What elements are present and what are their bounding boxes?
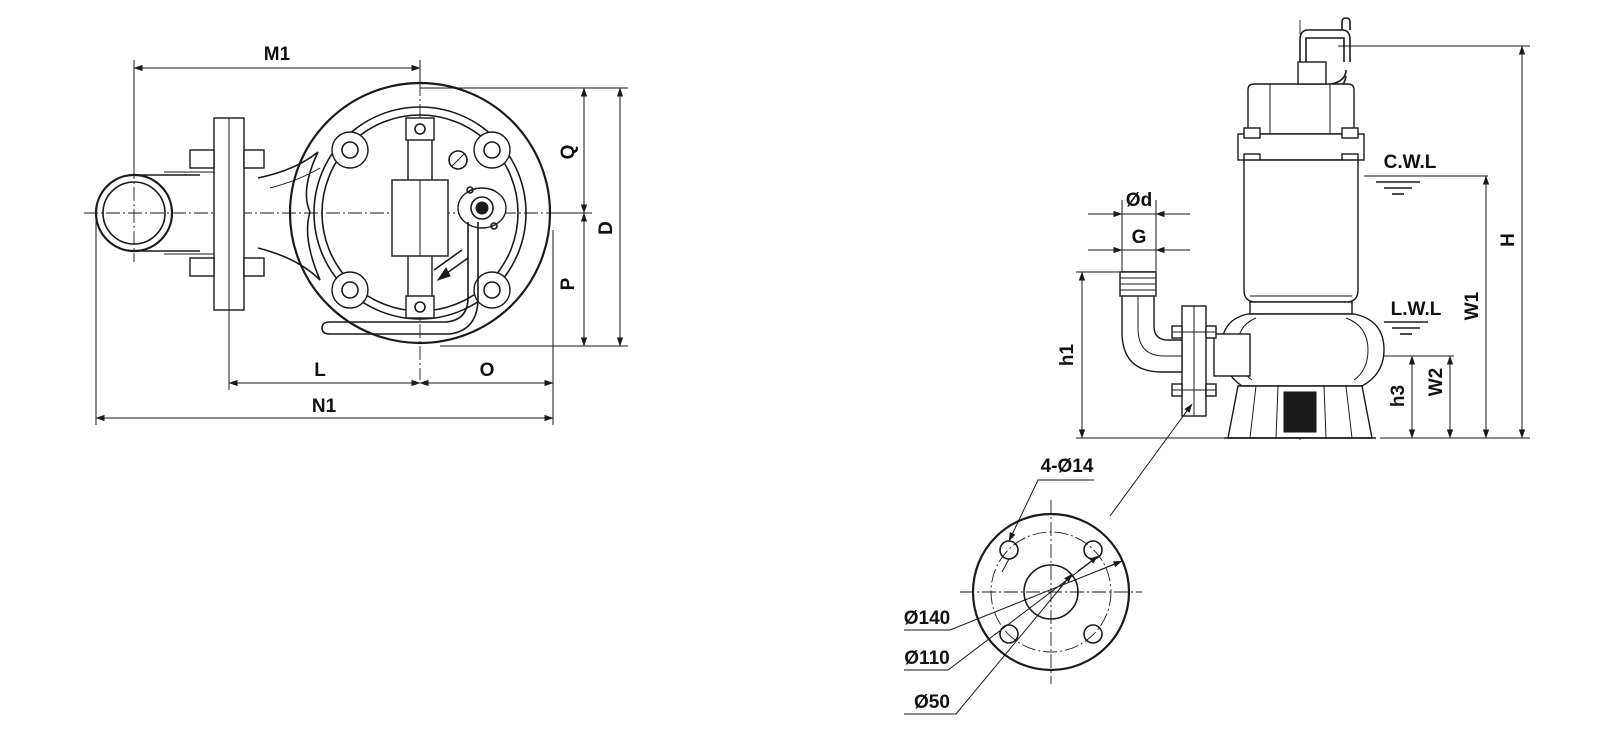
bolt-circle	[990, 531, 1112, 653]
holes-leader	[1008, 479, 1040, 542]
top-view: M1 L O N1 Q P D	[84, 44, 628, 425]
d50-leader	[904, 573, 1073, 715]
d110-leader	[904, 557, 1097, 671]
od-label: Ød	[1126, 190, 1152, 211]
side-view: Ød G C.W.L L.W.L H W1 W2 h3 h1	[1057, 17, 1530, 517]
h-label: H	[1498, 233, 1519, 247]
bolt-hole-bottom-left	[999, 624, 1019, 644]
discharge-flange-side	[1171, 305, 1217, 417]
discharge-flange-top	[164, 117, 265, 311]
bolt-hole-bottom-right	[1083, 624, 1103, 644]
d110-label: Ø110	[904, 648, 949, 669]
d50-label: Ø50	[914, 692, 950, 713]
m1-label: M1	[264, 44, 291, 65]
d-label: D	[596, 221, 617, 235]
lifting-handle	[1299, 29, 1351, 62]
lwl-label: L.W.L	[1391, 299, 1442, 320]
bolt-hole-top-left	[999, 540, 1019, 560]
w2-label: W2	[1426, 368, 1447, 397]
g-label: G	[1132, 227, 1147, 248]
l-label: L	[314, 360, 326, 381]
q-label: Q	[558, 145, 579, 160]
w1-label: W1	[1462, 291, 1483, 320]
bore-circle	[1023, 564, 1079, 620]
h1-label: h1	[1057, 343, 1078, 366]
h3-label: h3	[1388, 385, 1409, 407]
holes-label: 4-Ø14	[1041, 456, 1094, 477]
n1-label: N1	[312, 396, 337, 417]
lwl-symbol	[1384, 321, 1428, 335]
flange-detail: 4-Ø14 Ø140 Ø110 Ø50	[904, 456, 1142, 715]
flange-outer-circle	[971, 512, 1131, 672]
motor-body	[1243, 159, 1359, 303]
motor-housing-top	[257, 81, 552, 345]
d140-label: Ø140	[904, 608, 950, 629]
discharge-pipe-top	[94, 165, 200, 262]
bolt-hole-top-right	[1083, 540, 1103, 560]
cwl-symbol	[1364, 175, 1488, 195]
motor-cover	[1247, 83, 1355, 135]
cwl-label: C.W.L	[1384, 152, 1437, 173]
o-label: O	[480, 360, 495, 381]
flange-detail-leader	[1109, 403, 1193, 517]
p-label: P	[558, 277, 579, 290]
